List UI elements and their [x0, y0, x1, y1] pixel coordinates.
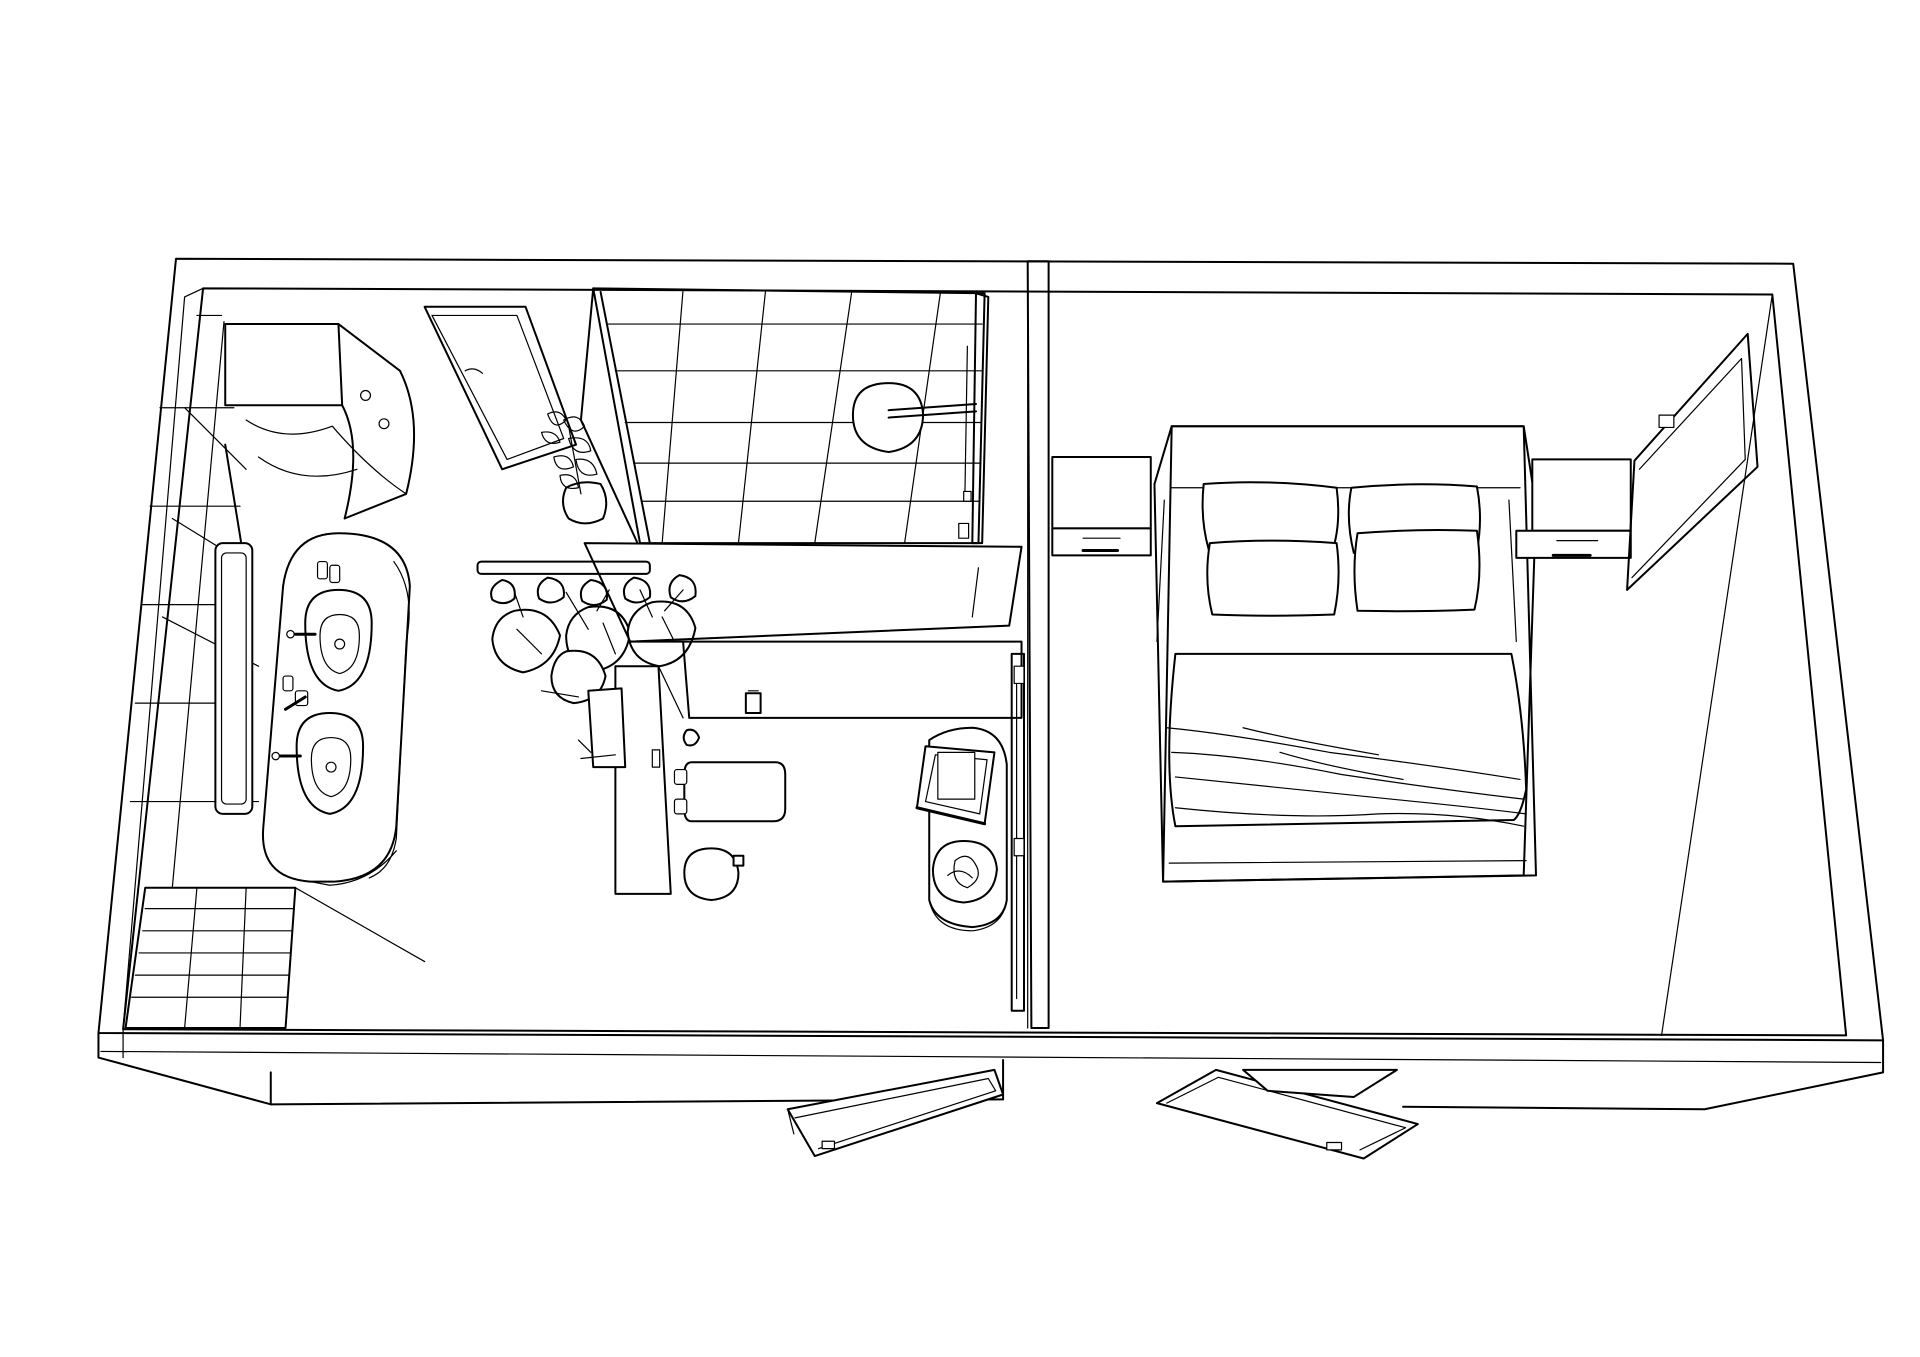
mirror-radiator [215, 445, 252, 814]
tablet-device [917, 746, 995, 824]
partition-wall [585, 543, 1022, 894]
potted-plant [542, 412, 607, 524]
storage-cabinet [225, 324, 414, 518]
bathroom-door [1012, 654, 1024, 1011]
front-door-left [788, 1070, 1003, 1156]
basin-lower [272, 713, 363, 814]
shower-enclosure [581, 288, 988, 543]
basin-upper [287, 590, 372, 691]
pendant-light-cluster [478, 562, 696, 704]
bedroom-window [1627, 334, 1757, 590]
toilet [674, 691, 785, 900]
pillow-front-right [1354, 530, 1479, 611]
soap-bottles [283, 562, 340, 710]
staircase [126, 888, 425, 1028]
rain-shower-head [853, 383, 976, 452]
bar-chair [578, 688, 625, 767]
nightstand-right [1516, 459, 1630, 557]
nightstand-left [1052, 457, 1150, 555]
double-vanity [263, 533, 410, 885]
front-door-right [1157, 1070, 1418, 1159]
pillow-front-left [1207, 541, 1338, 616]
duvet [1167, 654, 1526, 826]
wall-mirror-panel [425, 307, 576, 469]
